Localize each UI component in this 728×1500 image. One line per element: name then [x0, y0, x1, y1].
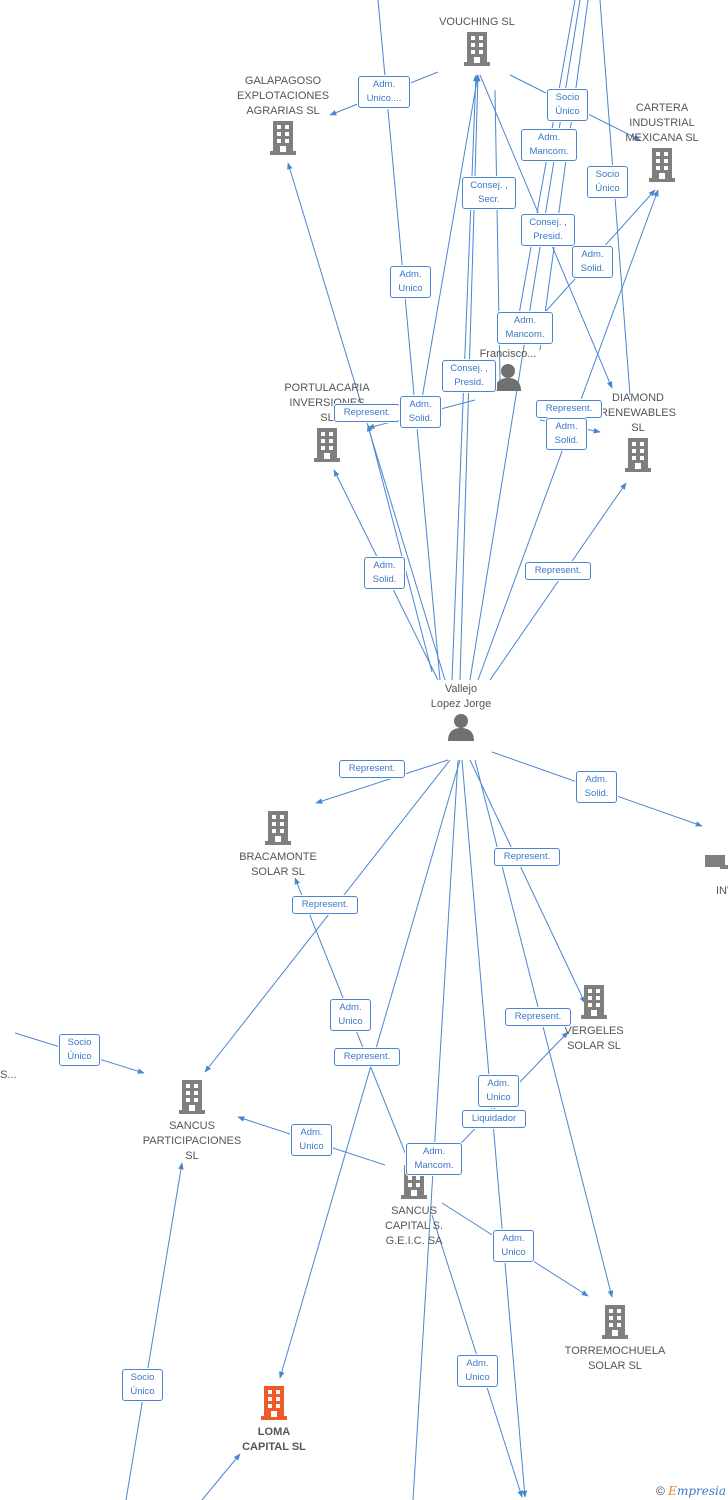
- edge-label[interactable]: Represent.: [292, 896, 358, 914]
- edge: [461, 759, 528, 1498]
- edge-label[interactable]: Adm. Solid.: [546, 418, 587, 450]
- node-bracamonte[interactable]: BRACAMONTE SOLAR SL: [228, 809, 328, 880]
- node-loma-capital[interactable]: LOMA CAPITAL SL: [226, 1384, 322, 1455]
- edge-label[interactable]: Adm. Unico: [330, 999, 371, 1031]
- building-icon: [700, 855, 728, 869]
- node-galapagoso[interactable]: GALAPAGOSO EXPLOTACIONES AGRARIAS SL: [222, 74, 344, 160]
- edge: [279, 759, 461, 1379]
- person-icon: [446, 712, 476, 747]
- edge-label[interactable]: Adm. Unico: [457, 1355, 498, 1387]
- node-partial-left[interactable]: S...: [0, 1068, 20, 1083]
- node-sancus-participaciones[interactable]: SANCUS PARTICIPACIONES SL: [132, 1078, 252, 1164]
- node-label: LOMA CAPITAL SL: [242, 1426, 306, 1453]
- edge-label[interactable]: Adm. Unico: [291, 1124, 332, 1156]
- copyright-symbol: ©: [655, 1484, 665, 1498]
- edge-label[interactable]: Adm. Solid.: [364, 557, 405, 589]
- edge-label[interactable]: Represent.: [334, 1048, 400, 1066]
- edge: [201, 1453, 241, 1500]
- edge-label[interactable]: Socio Único: [587, 166, 628, 198]
- node-label: SANCUS PARTICIPACIONES SL: [142, 1120, 242, 1162]
- node-label: CARTERA INDUSTRIAL MEXICANA SL: [625, 102, 699, 144]
- edge: [315, 759, 449, 804]
- brand-rest: mpresia: [676, 1484, 726, 1498]
- edge-label[interactable]: Liquidador: [462, 1110, 526, 1128]
- building-icon: [623, 436, 653, 477]
- edge-label[interactable]: Represent.: [334, 404, 400, 422]
- edge-label[interactable]: Consej. , Presid.: [442, 360, 496, 392]
- node-label: GALAPAGOSO EXPLOTACIONES AGRARIAS SL: [236, 75, 330, 117]
- node-label: S...: [0, 1069, 17, 1081]
- edge-label[interactable]: Socio Único: [122, 1369, 163, 1401]
- building-icon: [312, 426, 342, 467]
- edge: [204, 759, 451, 1073]
- building-icon: [579, 983, 609, 1024]
- node-cartera[interactable]: CARTERA INDUSTRIAL MEXICANA SL: [612, 101, 712, 187]
- building-icon: [263, 809, 293, 850]
- node-partial-right[interactable]: A INVE: [700, 855, 728, 899]
- edge-label[interactable]: Consej. , Secr.: [462, 177, 516, 209]
- person-icon: [493, 362, 523, 397]
- edge: [419, 74, 480, 411]
- node-label: BRACAMONTE SOLAR SL: [239, 851, 317, 878]
- edge-label[interactable]: Adm. Unico: [478, 1075, 519, 1107]
- node-label: VOUCHING SL: [439, 16, 515, 28]
- edge: [489, 482, 627, 681]
- building-icon: [600, 1303, 630, 1344]
- building-icon: [177, 1078, 207, 1119]
- node-label: A INVE: [716, 885, 728, 897]
- edge-label[interactable]: Represent.: [536, 400, 602, 418]
- node-label: TORREMOCHUELA SOLAR SL: [564, 1345, 666, 1372]
- node-label: DIAMOND RENEWABLES SL: [599, 392, 676, 434]
- edge: [412, 759, 459, 1500]
- node-vallejo[interactable]: Vallejo Lopez Jorge: [412, 682, 510, 747]
- edge-label[interactable]: Represent.: [339, 760, 405, 778]
- building-icon: [268, 119, 298, 160]
- edge-label[interactable]: Adm. Mancom.: [521, 129, 577, 161]
- building-icon: [462, 30, 492, 71]
- brand-initial: E: [668, 1484, 677, 1498]
- edge-label[interactable]: Consej. , Presid.: [521, 214, 575, 246]
- edge-label[interactable]: Adm. Solid.: [400, 396, 441, 428]
- node-sancus-capital[interactable]: SANCUS CAPITAL S. G.E.I.C. SA: [366, 1163, 462, 1249]
- building-icon: [259, 1384, 289, 1425]
- copyright-footer: © Empresia: [656, 1484, 726, 1498]
- node-label: VERGELES SOLAR SL: [564, 1025, 624, 1052]
- edge: [366, 424, 433, 673]
- edge: [539, 0, 589, 351]
- node-diamond[interactable]: DIAMOND RENEWABLES SL: [590, 391, 686, 477]
- edge: [125, 1162, 184, 1500]
- empresia-logo[interactable]: Empresia: [668, 1484, 726, 1498]
- building-icon: [647, 146, 677, 187]
- edge-label[interactable]: Adm. Unico: [390, 266, 431, 298]
- edge-label[interactable]: Adm. Unico....: [358, 76, 410, 108]
- node-vouching[interactable]: VOUCHING SL: [418, 15, 536, 71]
- node-label: Vallejo Lopez Jorge: [430, 683, 492, 710]
- edge-label[interactable]: Adm. Mancom.: [497, 312, 553, 344]
- node-vergeles[interactable]: VERGELES SOLAR SL: [548, 983, 640, 1054]
- edge-label[interactable]: Represent.: [505, 1008, 571, 1026]
- node-label: SANCUS CAPITAL S. G.E.I.C. SA: [384, 1205, 444, 1247]
- edge: [469, 759, 586, 1004]
- edge-label[interactable]: Represent.: [525, 562, 591, 580]
- node-portulacaria[interactable]: PORTULACARIA INVERSIONES SL: [268, 381, 386, 467]
- edge-label[interactable]: Adm. Mancom.: [406, 1143, 462, 1175]
- edge-label[interactable]: Socio Único: [547, 89, 588, 121]
- edge-label[interactable]: Adm. Solid.: [572, 246, 613, 278]
- edge-label[interactable]: Adm. Solid.: [576, 771, 617, 803]
- edge: [377, 0, 441, 681]
- node-torremochuela[interactable]: TORREMOCHUELA SOLAR SL: [556, 1303, 674, 1374]
- edge-label[interactable]: Adm. Unico: [493, 1230, 534, 1262]
- edge-label[interactable]: Socio Único: [59, 1034, 100, 1066]
- edge-label[interactable]: Represent.: [494, 848, 560, 866]
